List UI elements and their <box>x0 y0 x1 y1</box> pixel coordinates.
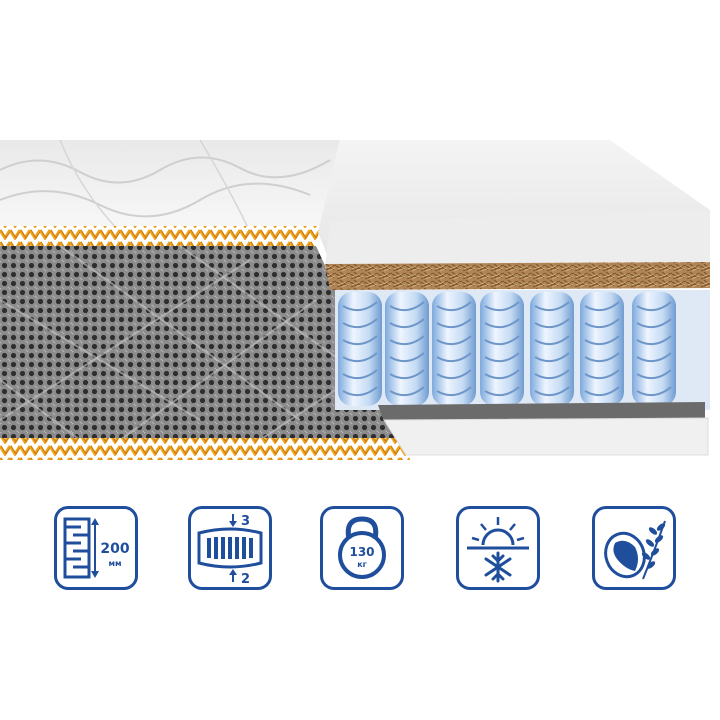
top-piping-band <box>0 226 320 246</box>
coconut-leaf-icon <box>604 520 666 580</box>
stiffness-bottom-value: 2 <box>241 572 250 587</box>
pocket-spring <box>338 292 382 406</box>
mesh-side-panel <box>0 245 405 441</box>
height-feature: 200 мм <box>54 506 138 590</box>
natural-materials-feature <box>592 506 676 590</box>
pocket-spring <box>530 292 574 406</box>
stiffness-sides-icon: 3 2 <box>197 514 263 587</box>
pocket-spring-block <box>335 290 710 410</box>
stiffness-top-value: 3 <box>241 514 250 529</box>
seasons-feature <box>456 506 540 590</box>
height-unit: мм <box>108 559 121 568</box>
height-ruler-icon: 200 мм <box>63 517 130 579</box>
quilted-cover-top <box>0 139 340 233</box>
bottom-foam-layer <box>383 417 709 456</box>
pocket-spring <box>480 292 524 406</box>
top-foam-layer <box>318 140 710 268</box>
spacer-felt-layer <box>378 402 705 422</box>
pocket-spring <box>632 292 676 406</box>
stiffness-feature: 3 2 <box>188 506 272 590</box>
weight-value: 130 <box>349 545 374 559</box>
weight-kettlebell-icon: 130 кг <box>338 516 386 579</box>
weight-feature: 130 кг <box>320 506 404 590</box>
height-value: 200 <box>100 541 129 557</box>
winter-summer-icon <box>467 517 529 583</box>
weight-unit: кг <box>357 560 367 569</box>
coconut-coir-layer <box>325 262 710 290</box>
bottom-piping-band <box>0 438 410 460</box>
pocket-spring <box>580 292 624 406</box>
pocket-spring <box>385 292 429 406</box>
pocket-spring <box>432 292 476 406</box>
